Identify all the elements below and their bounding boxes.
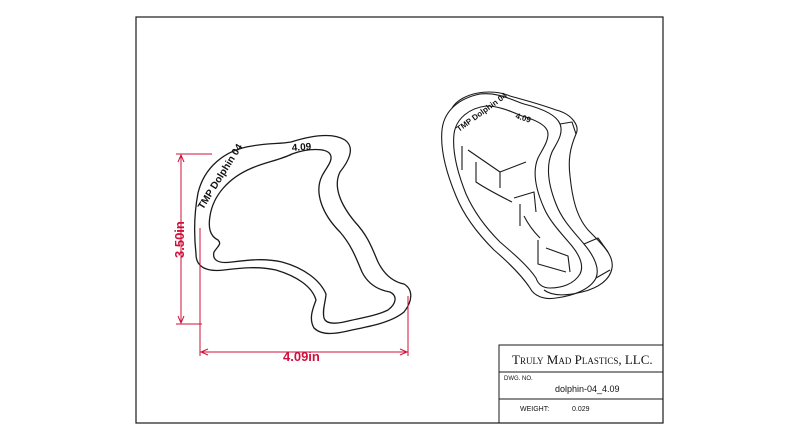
iso-engraving-size: 4.09: [514, 111, 532, 125]
iso-engraving: TMP Dolphin 04 4.09: [455, 91, 533, 134]
iso-inner-wall-1: [461, 146, 527, 188]
cutter-outer-outline: [194, 134, 412, 335]
sheet-border: [135, 16, 664, 424]
isometric-view: [441, 91, 613, 300]
iso-inner-wall-3: [513, 191, 537, 226]
iso-inner-wall-4: [537, 240, 571, 273]
title-block-frame: [498, 344, 664, 424]
width-arrow-left: [199, 348, 209, 356]
height-arrow-top: [177, 153, 185, 163]
cutter-inner-outline: [208, 148, 396, 324]
engraving-size: 4.09: [291, 142, 312, 154]
width-dimension-label: 4.09in: [283, 349, 320, 364]
dimensions: [176, 153, 409, 356]
dwg-no-value: dolphin-04_4.09: [555, 384, 620, 394]
front-view: [194, 134, 412, 335]
height-dimension-label: 3.50in: [172, 221, 187, 258]
weight-value: 0.029: [572, 406, 590, 413]
iso-side-wall: [559, 121, 611, 279]
company-name: Truly Mad Plastics, LLC.: [512, 352, 653, 367]
dwg-no-label: DWG. NO.: [504, 376, 533, 382]
front-engraving: TMP Dolphin 04 4.09: [196, 142, 312, 212]
title-block: [498, 344, 664, 424]
iso-inner-wall-2: [475, 162, 513, 203]
height-arrow-bottom: [177, 315, 185, 325]
iso-inner-wall-5: [523, 215, 541, 239]
width-arrow-right: [399, 348, 409, 356]
iso-rim-inner: [453, 105, 583, 289]
weight-label: WEIGHT:: [520, 406, 549, 413]
iso-engraving-text: TMP Dolphin 04: [455, 91, 509, 134]
iso-back-outline: [451, 91, 613, 296]
